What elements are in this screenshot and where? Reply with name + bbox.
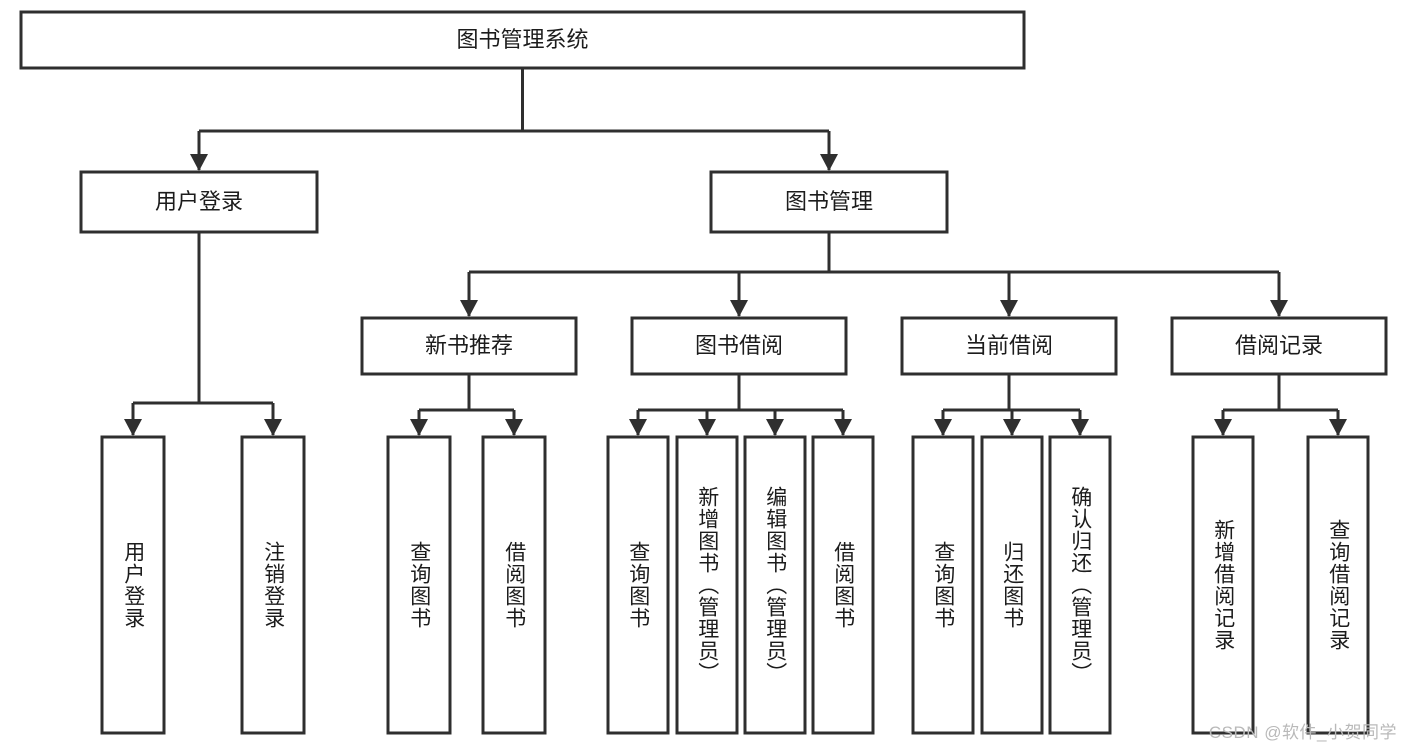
arrow-head-icon [1329,419,1347,436]
node-box-leaf-confirm-return[interactable] [1048,435,1112,735]
node-box-leaf-query-record[interactable] [1306,435,1370,735]
arrow-head-icon [766,419,784,436]
node-box-leaf-edit-book[interactable] [743,435,807,735]
edge-layer [124,68,1347,436]
node-label-root: 图书管理系统 [456,27,588,52]
node-box-records[interactable] [1170,316,1388,376]
arrow-head-icon [834,419,852,436]
csdn-watermark: CSDN @软件_小贺同学 [1208,723,1397,742]
arrow-head-icon [1270,300,1288,317]
node-label-borrow: 图书借阅 [695,333,783,358]
node-layer [19,10,1388,735]
node-box-leaf-query-book[interactable] [606,435,670,735]
node-label-bookmgmt: 图书管理 [785,189,873,214]
node-box-borrow[interactable] [630,316,848,376]
arrow-head-icon [1071,419,1089,436]
arrow-head-icon [124,419,142,436]
arrow-head-icon [1000,300,1018,317]
node-box-newbook[interactable] [360,316,578,376]
arrow-head-icon [934,419,952,436]
arrow-head-icon [820,154,838,171]
arrow-head-icon [730,300,748,317]
node-box-root[interactable] [19,10,1026,70]
arrow-head-icon [264,419,282,436]
arrow-head-icon [190,154,208,171]
node-box-current[interactable] [900,316,1118,376]
node-label-newbook: 新书推荐 [425,333,513,358]
node-box-leaf-return-book[interactable] [980,435,1044,735]
arrow-head-icon [629,419,647,436]
node-box-leaf-add-book[interactable] [675,435,739,735]
node-box-leaf-user-logout[interactable] [240,435,306,735]
node-box-leaf-query-book-cur[interactable] [911,435,975,735]
node-box-leaf-borrow-book-new[interactable] [481,435,547,735]
arrow-head-icon [505,419,523,436]
node-label-current: 当前借阅 [965,333,1053,358]
node-label-login: 用户登录 [155,189,243,214]
node-box-bookmgmt[interactable] [709,170,949,234]
arrow-head-icon [1214,419,1232,436]
node-box-leaf-borrow-book[interactable] [811,435,875,735]
arrow-head-icon [460,300,478,317]
node-box-leaf-user-login[interactable] [100,435,166,735]
arrow-head-icon [1003,419,1021,436]
arrow-head-icon [698,419,716,436]
node-box-leaf-add-record[interactable] [1191,435,1255,735]
node-box-login[interactable] [79,170,319,234]
node-box-leaf-query-book-new[interactable] [386,435,452,735]
arrow-head-icon [410,419,428,436]
node-label-records: 借阅记录 [1235,333,1323,358]
